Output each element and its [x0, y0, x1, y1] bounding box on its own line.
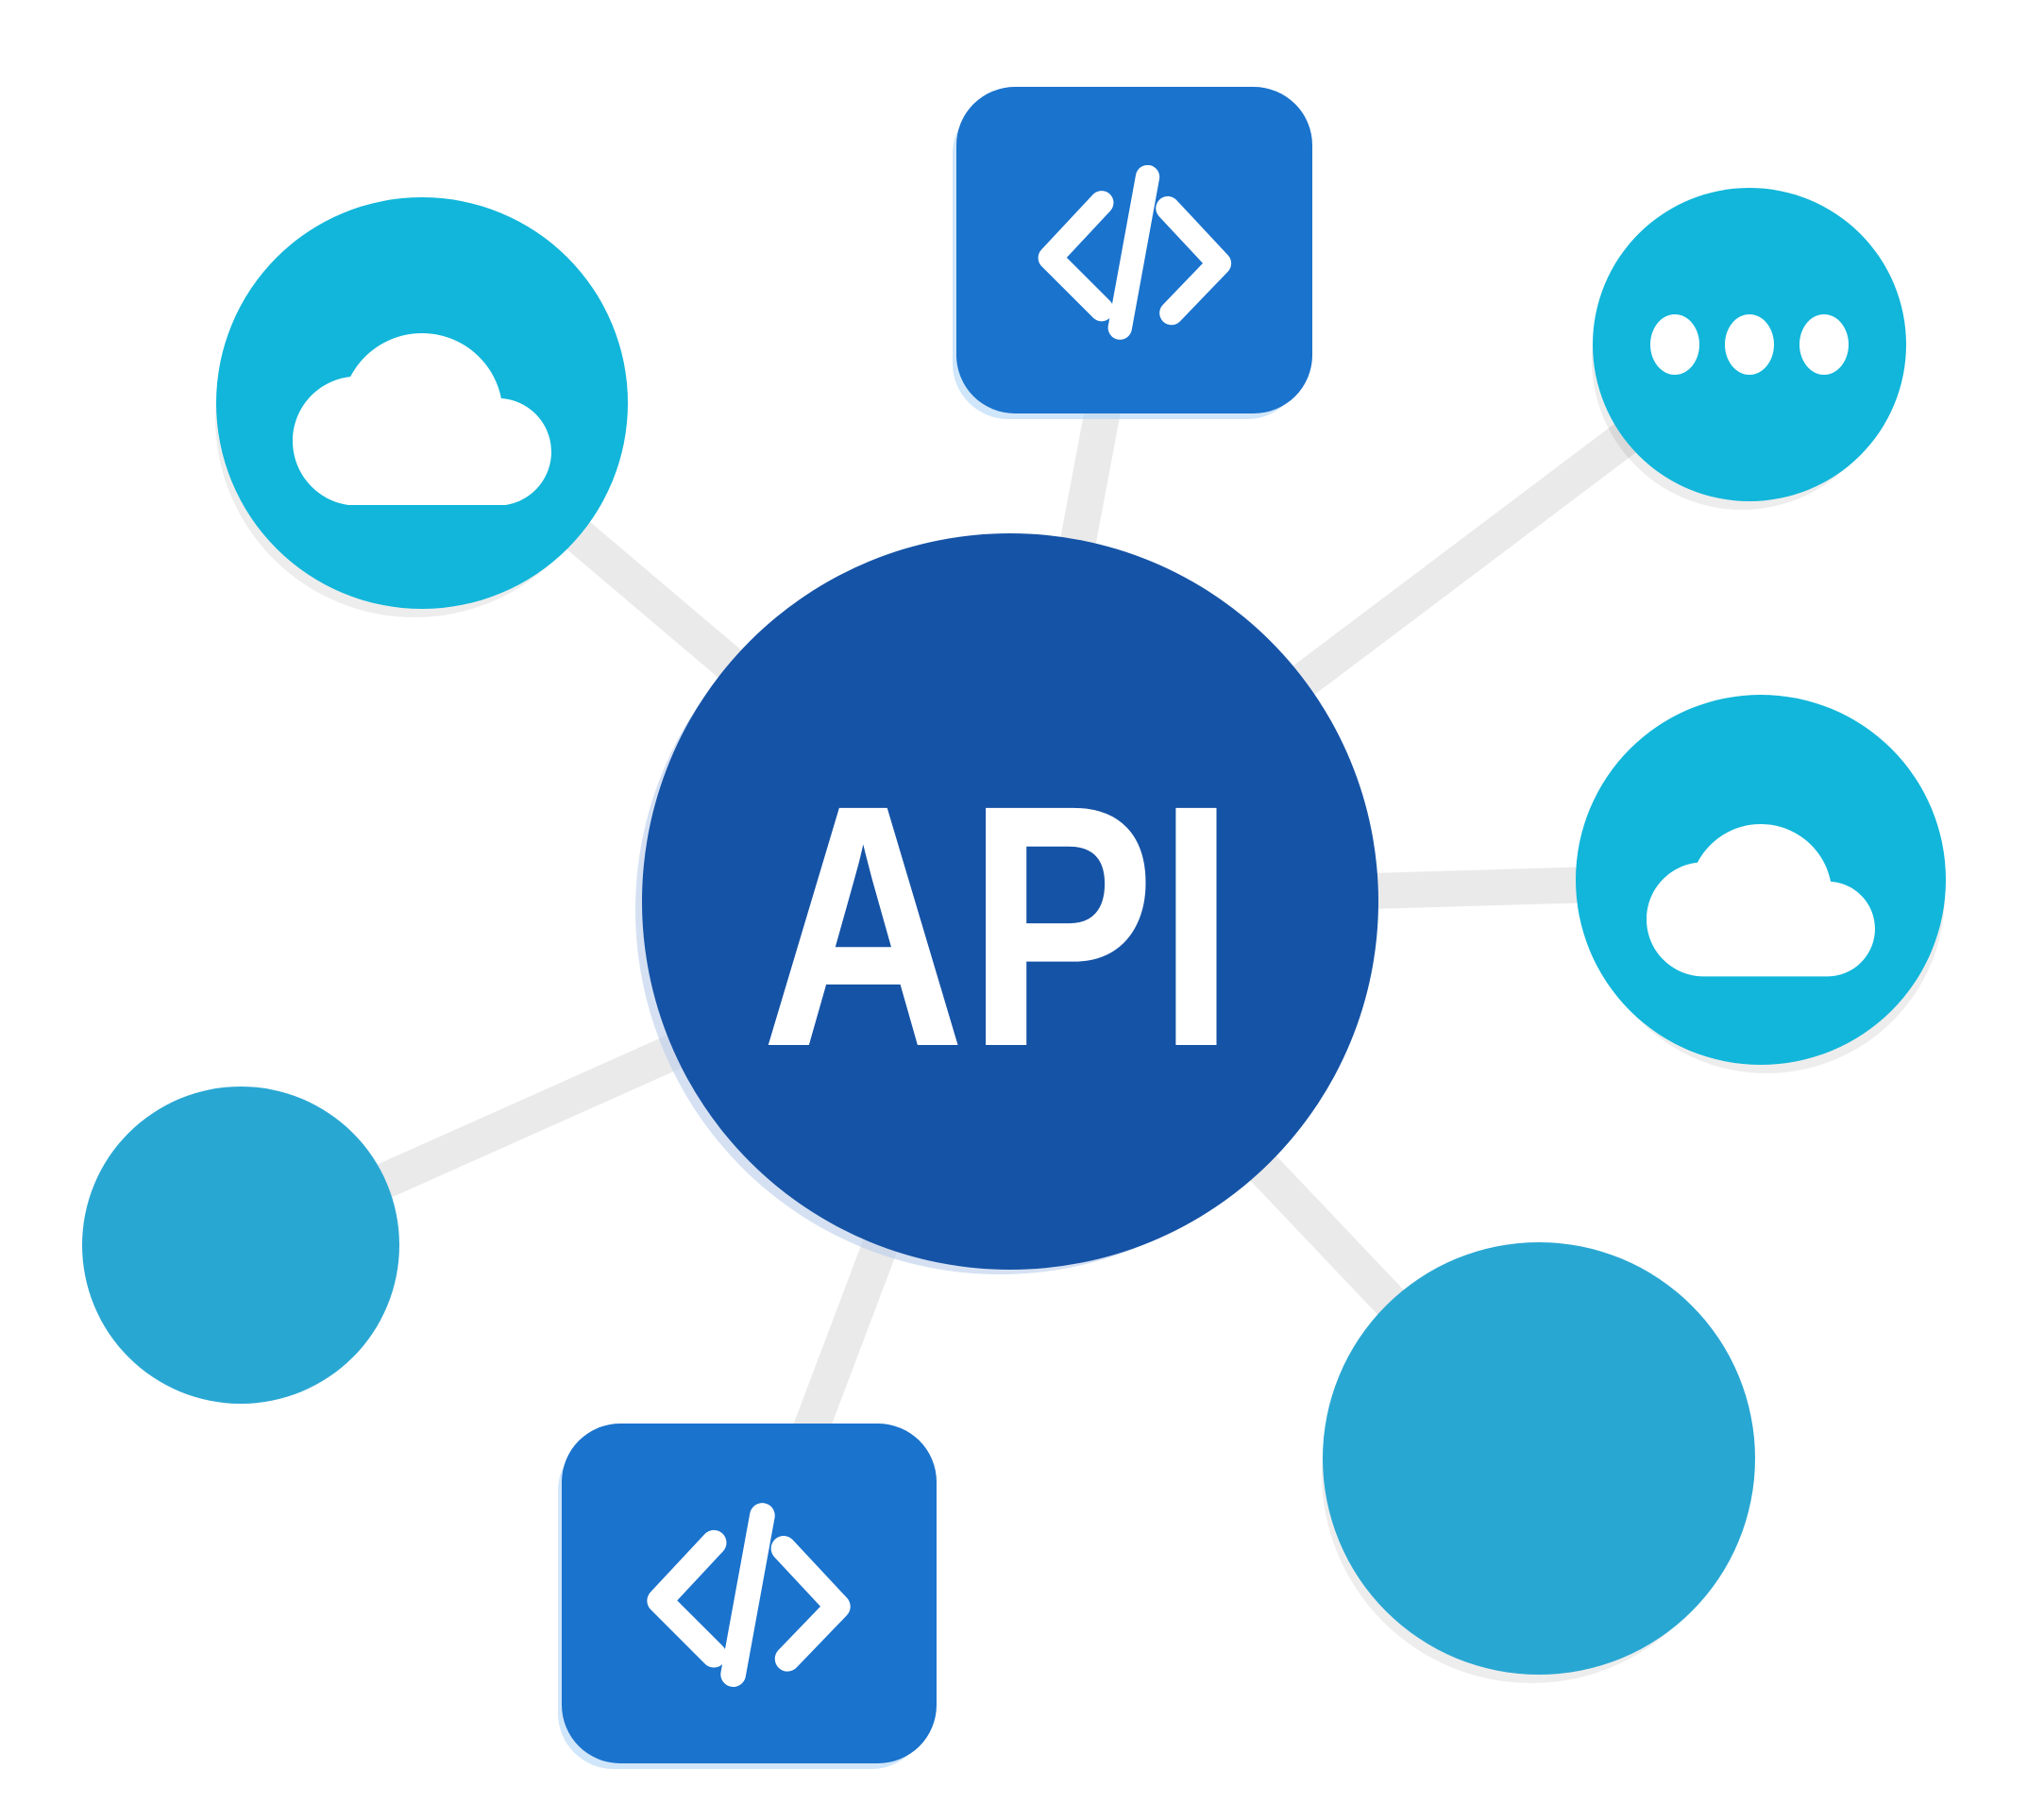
code-node-bottom	[562, 1424, 937, 1763]
code-node-top	[956, 87, 1312, 413]
code-icon	[647, 1503, 852, 1688]
cloud-node-top-left	[216, 197, 628, 609]
more-services-node-top-right	[1593, 188, 1906, 501]
api-hub-label: API	[761, 733, 1237, 1119]
api-hub: API	[642, 533, 1378, 1270]
code-icon	[1038, 164, 1231, 340]
cloud-icon	[293, 332, 551, 506]
ellipsis-dot	[1650, 314, 1699, 375]
service-node-left	[82, 1087, 399, 1404]
cloud-node-right	[1576, 695, 1946, 1065]
ellipsis-dot	[1799, 314, 1849, 375]
service-node-bottom-right	[1323, 1242, 1755, 1675]
ellipsis-icon	[1650, 314, 1849, 375]
cloud-icon	[1647, 824, 1875, 977]
ellipsis-dot	[1725, 314, 1774, 375]
